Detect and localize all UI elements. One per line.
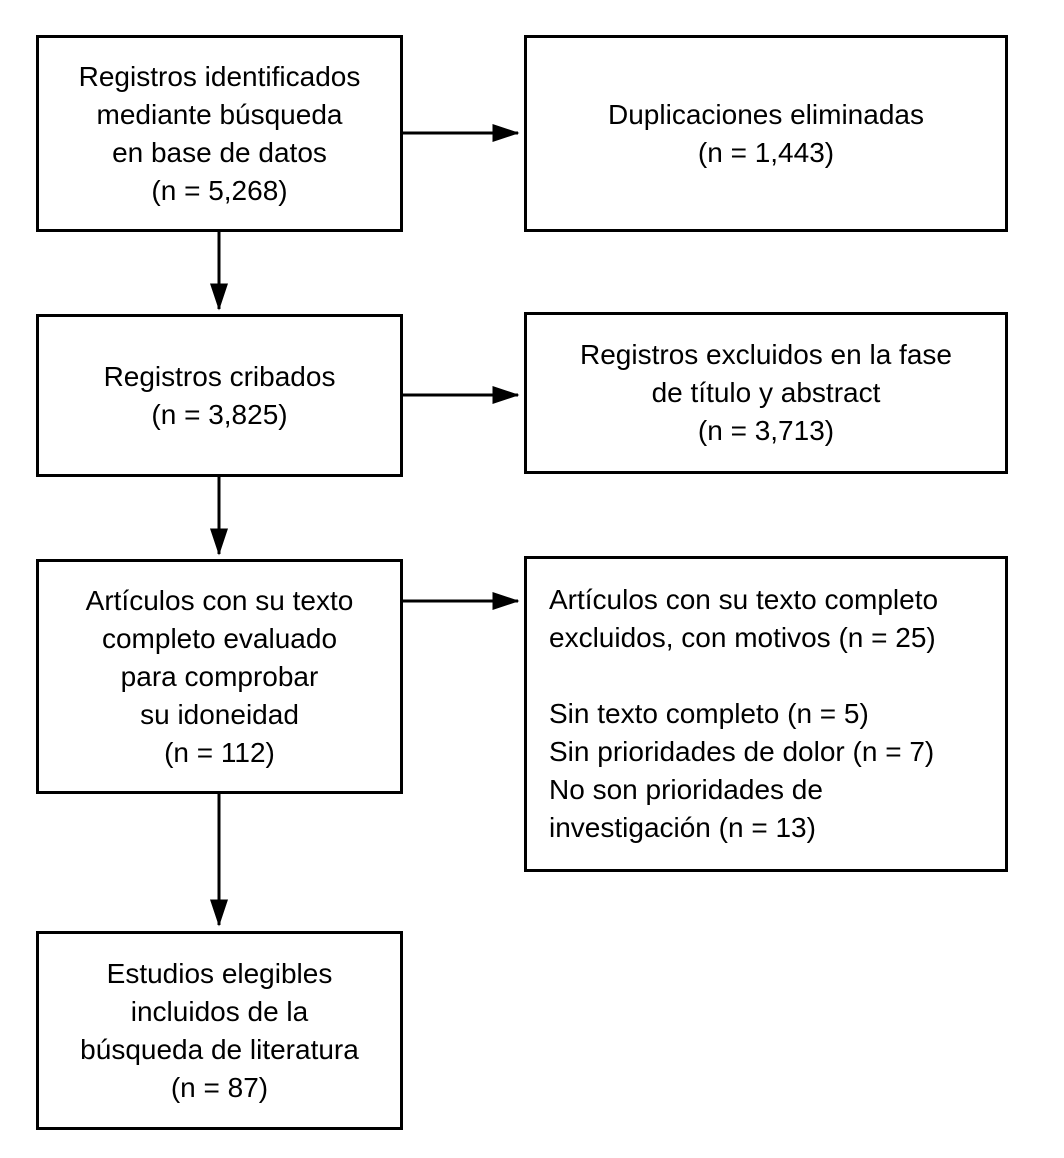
node-duplicates-removed: Duplicaciones eliminadas (n = 1,443) (524, 35, 1008, 232)
node-records-excluded-title-abstract-text: Registros excluidos en la fase de título… (580, 339, 952, 446)
node-studies-included-text: Estudios elegibles incluidos de la búsqu… (80, 957, 359, 1103)
node-fulltext-excluded-reasons: Artículos con su texto completo excluido… (524, 556, 1008, 872)
node-records-identified-text: Registros identificados mediante búsqued… (78, 60, 361, 206)
node-records-excluded-title-abstract: Registros excluidos en la fase de título… (524, 312, 1008, 474)
node-records-screened: Registros cribados (n = 3,825) (36, 314, 403, 477)
node-records-identified: Registros identificados mediante búsqued… (36, 35, 403, 232)
node-fulltext-assessed-text: Artículos con su texto completo evaluado… (85, 584, 354, 768)
node-duplicates-removed-text: Duplicaciones eliminadas (n = 1,443) (608, 98, 924, 168)
node-studies-included: Estudios elegibles incluidos de la búsqu… (36, 931, 403, 1130)
node-fulltext-assessed: Artículos con su texto completo evaluado… (36, 559, 403, 794)
node-fulltext-excluded-reasons-text: Artículos con su texto completo excluido… (549, 584, 939, 843)
node-records-screened-text: Registros cribados (n = 3,825) (103, 360, 336, 430)
